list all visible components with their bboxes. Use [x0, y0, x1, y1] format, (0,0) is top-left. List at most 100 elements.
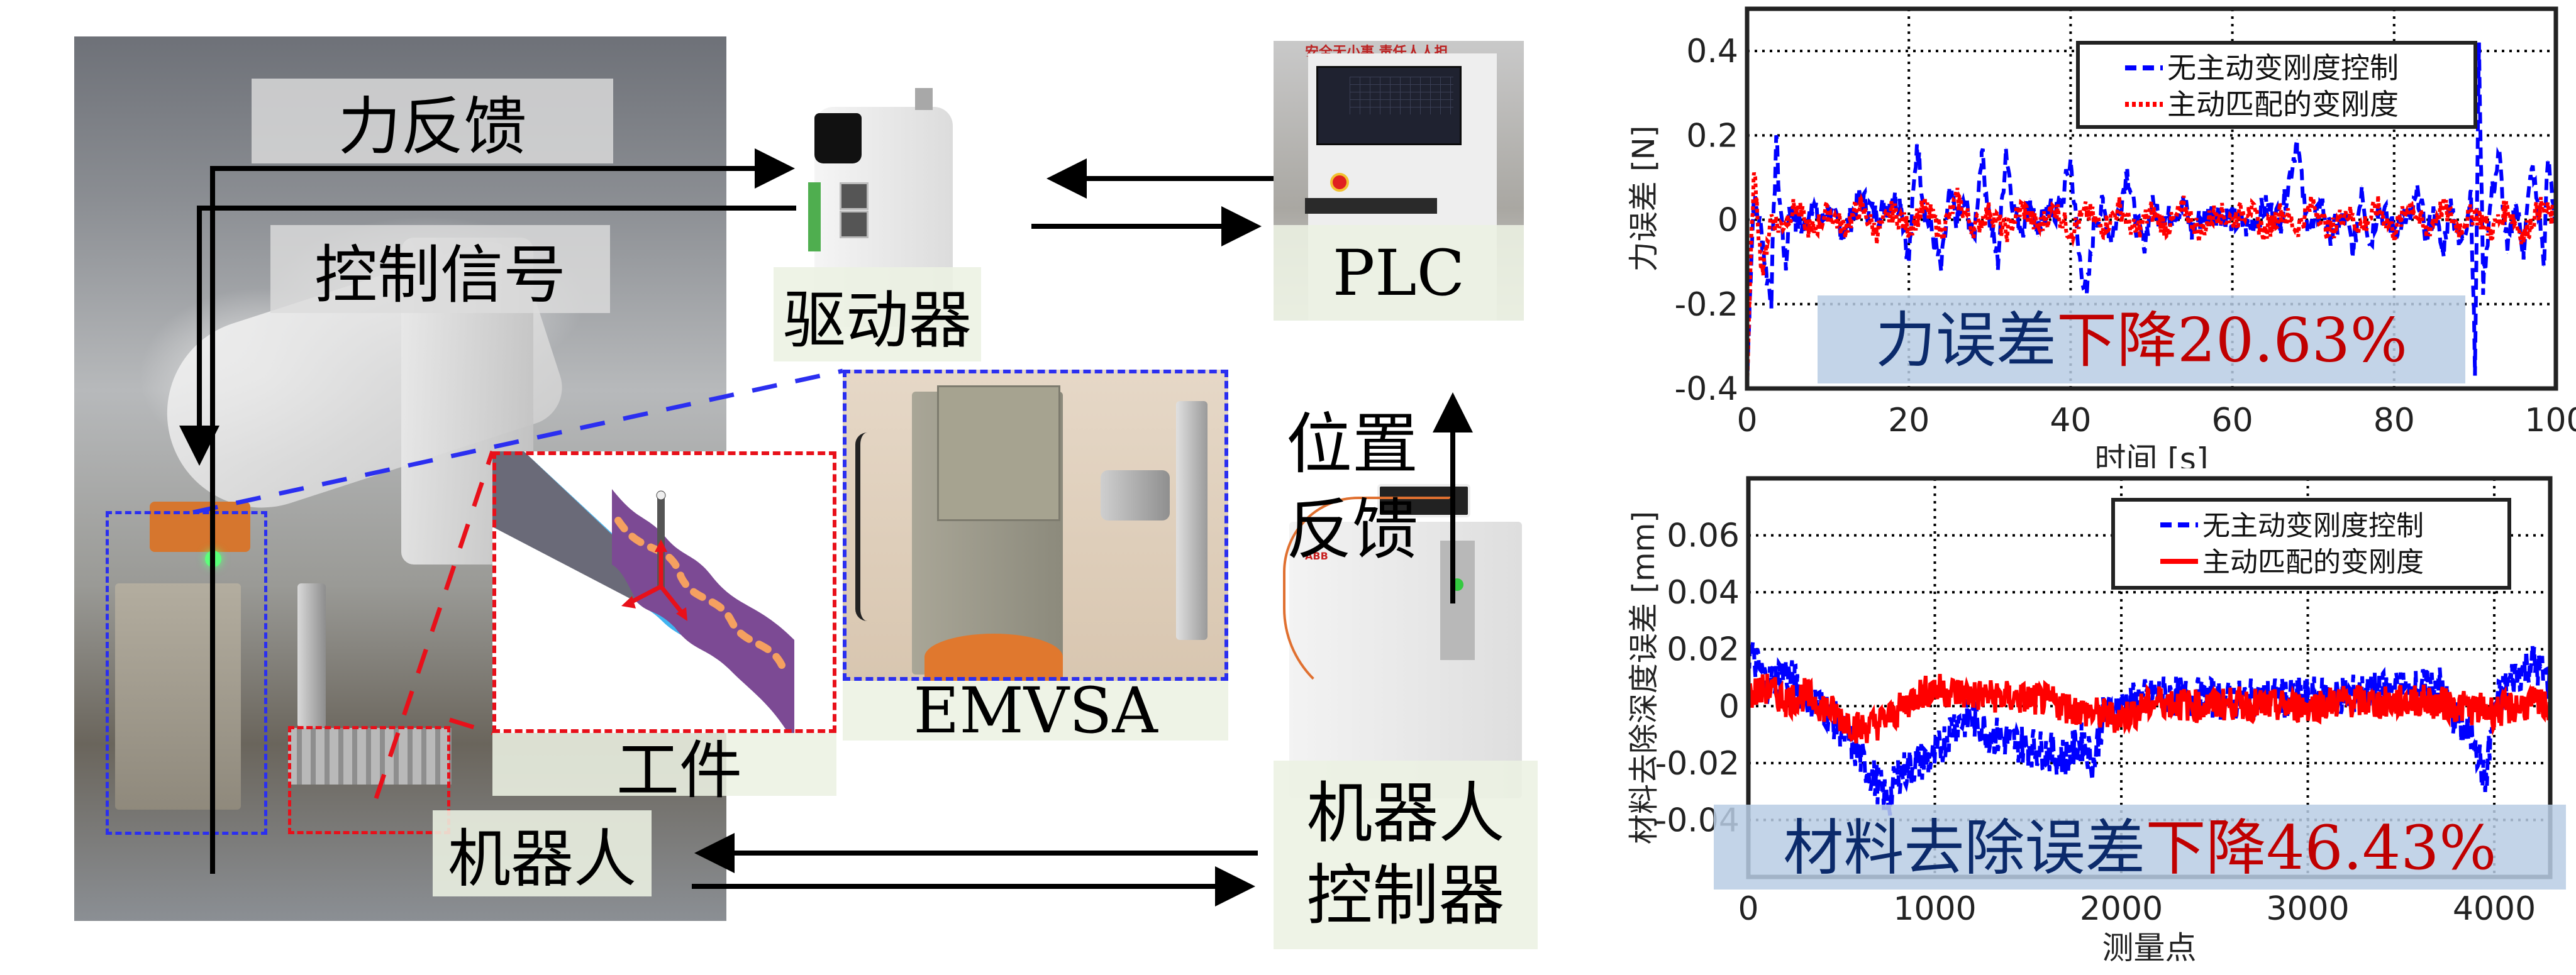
data-point: [2046, 700, 2047, 701]
y-tick-label: 0.4: [1686, 33, 1738, 70]
y-tick-label: -0.4: [1675, 370, 1738, 408]
data-point: [1841, 717, 1842, 718]
series-line-active-matched-stiffness: [1748, 673, 2550, 744]
data-point: [2126, 168, 2128, 170]
workpiece-side-face: [492, 451, 637, 602]
x-axis-label: 时间 [s]: [2095, 441, 2209, 468]
x-tick-label: 3000: [2266, 890, 2349, 928]
control-signal-spacer: [200, 168, 796, 208]
data-point: [2321, 202, 2322, 204]
data-point: [2046, 751, 2047, 752]
workpiece-connector-line: [374, 450, 495, 800]
data-point: [2135, 232, 2136, 233]
data-point: [2167, 228, 2168, 229]
x-tick-label: 20: [1888, 402, 1929, 439]
data-point: [2490, 232, 2492, 233]
data-point: [1989, 211, 1990, 212]
data-point: [2438, 683, 2439, 684]
data-point: [2353, 249, 2354, 250]
legend-box: [2111, 498, 2511, 590]
data-point: [2199, 232, 2201, 233]
control-signal-label: 控制信号: [270, 225, 610, 313]
data-point: [1785, 671, 1786, 673]
emvsa-connector-line: [192, 368, 843, 515]
workpiece-zoom-box: [288, 726, 450, 834]
data-point: [2270, 705, 2271, 707]
x-tick-label: 4000: [2453, 890, 2536, 928]
data-point: [1892, 211, 1893, 212]
position-feedback-label: 位置 反馈: [1285, 405, 1418, 569]
x-tick-label: 100: [2524, 402, 2576, 439]
controller-cable: [1283, 497, 1452, 709]
data-point: [2167, 219, 2168, 221]
data-point: [2038, 236, 2039, 237]
data-point: [2021, 228, 2023, 229]
data-point: [2009, 697, 2010, 698]
driver-ethernet-port-1: [840, 182, 869, 210]
x-tick-label: 0: [1736, 402, 1757, 439]
data-point: [2280, 211, 2282, 212]
data-point: [1876, 215, 1877, 216]
legend-label: 主动匹配的变刚度: [2167, 87, 2399, 121]
data-point: [2499, 156, 2500, 157]
data-point: [1957, 219, 1958, 221]
emvsa-base-rotary: [924, 634, 1063, 681]
data-point: [2515, 202, 2516, 204]
data-point: [2312, 228, 2314, 229]
data-point: [2531, 168, 2532, 170]
control-signal-arrow: [179, 206, 796, 466]
annotation-text: 力误差下降20.63%: [1875, 306, 2407, 376]
emvsa-motor: [1101, 470, 1170, 521]
annotation-prefix: 材料去除误差: [1783, 813, 2145, 883]
data-point: [1924, 211, 1926, 212]
annotation-text: 材料去除误差下降46.43%: [1783, 813, 2496, 883]
data-point: [2482, 282, 2484, 284]
data-point: [2070, 232, 2071, 233]
axes-frame: [1745, 6, 2558, 391]
data-point: [1785, 270, 1787, 271]
driver-mount-tab: [915, 88, 933, 110]
driver-display: [814, 113, 862, 163]
x-tick-label: 0: [1738, 890, 1758, 928]
data-point: [1775, 135, 1777, 136]
data-point: [2070, 160, 2071, 162]
data-point: [2382, 691, 2383, 693]
data-point: [2307, 697, 2308, 698]
plc-label: PLC: [1274, 225, 1524, 321]
plc-monitor: [1316, 66, 1462, 145]
data-point: [2248, 228, 2249, 229]
annotation-box: [1714, 805, 2566, 890]
legend-box: [2076, 41, 2477, 129]
annotation-highlight: 下降20.63%: [2057, 306, 2407, 376]
y-tick-label: 0.06: [1667, 517, 1740, 555]
data-point: [1876, 232, 1877, 233]
y-tick-label: 0.2: [1686, 117, 1738, 155]
annotation-prefix: 力误差: [1875, 306, 2057, 376]
data-point: [1811, 202, 1813, 204]
workpiece-label: 工件: [492, 733, 836, 807]
force-feedback-arrow: [210, 148, 795, 874]
data-point: [2418, 194, 2419, 195]
driver-terminal-green: [808, 182, 821, 251]
plc-monitor-plot: [1350, 77, 1453, 114]
y-tick-label: -0.2: [1675, 286, 1738, 324]
data-point: [2531, 660, 2532, 661]
data-point: [2523, 236, 2524, 237]
legend-label: 无主动变刚度控制: [2167, 51, 2399, 85]
data-point: [1779, 228, 1780, 229]
data-point: [2009, 740, 2010, 741]
workpiece-fixture: [288, 728, 452, 785]
data-point: [2543, 265, 2545, 267]
annotation-highlight: 下降46.43%: [2145, 813, 2496, 883]
data-point: [2199, 219, 2201, 221]
plc-emergency-stop: [1330, 173, 1349, 192]
emvsa-on-robot: [115, 583, 241, 810]
workpiece-render-panel: [492, 451, 836, 733]
workpiece-render: [492, 451, 794, 733]
robot-controller-photo: ABB: [1270, 484, 1538, 836]
data-point: [1771, 215, 1772, 216]
emvsa-label: EMVSA: [843, 674, 1228, 747]
